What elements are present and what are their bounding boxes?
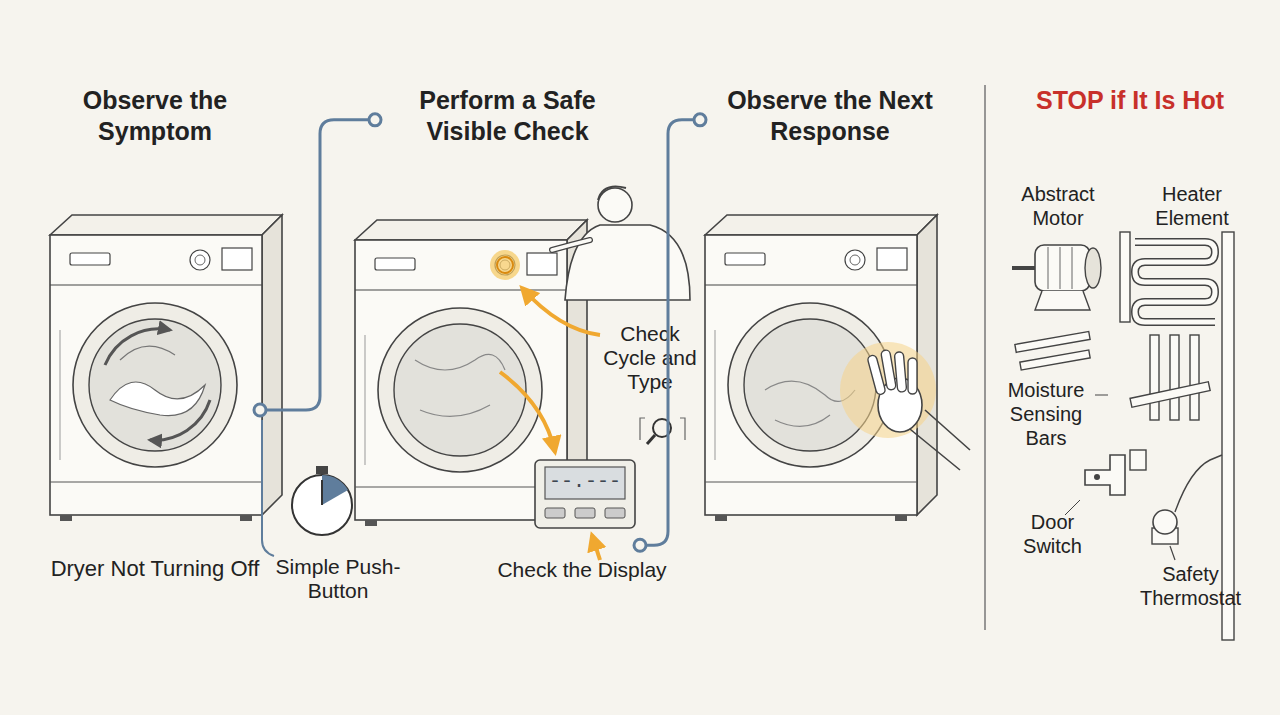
callout-label: Door Switch (1005, 510, 1100, 558)
orange-arrow-part (522, 288, 600, 335)
thermostat-icon (1152, 455, 1222, 560)
divider-line (984, 85, 986, 630)
magnifier-icon-part (647, 435, 655, 444)
magnifier-icon-part (653, 419, 671, 437)
dryer-drawing-part (50, 215, 282, 521)
moisture-bars-icon-part (1190, 335, 1199, 420)
stopwatch-icon-part (322, 475, 348, 505)
display-panel-part (605, 508, 625, 518)
heater-element-icon-part (1120, 232, 1130, 322)
motor-icon (1012, 245, 1101, 310)
person-figure-part (552, 240, 590, 250)
dryer-drawing (50, 215, 282, 521)
door-switch-icon (1065, 450, 1146, 515)
heater-element-icon-part (1135, 242, 1215, 322)
magnifier-icon (640, 418, 685, 444)
connector-line (260, 120, 375, 410)
step-heading: Observe the Symptom (50, 85, 260, 147)
leader-line (262, 420, 274, 556)
flow-connector (254, 114, 381, 416)
step-heading: Observe the Next Response (710, 85, 950, 147)
thermostat-icon-part (1170, 546, 1175, 560)
dryer-drawing-part (120, 346, 175, 360)
motor-icon-part (1048, 247, 1049, 289)
hand-glow (840, 342, 970, 470)
knob-glow-part (490, 250, 520, 280)
connector-end-dot (694, 114, 706, 126)
display-panel-part (535, 460, 635, 528)
person-figure (552, 187, 690, 301)
callout-label: Abstract Motor (1003, 182, 1113, 230)
step-heading: Perform a Safe Visible Check (398, 85, 618, 147)
dryer-drawing-part (705, 215, 937, 521)
step-panel: Observe the SymptomDryer Not Turning Off (50, 85, 260, 605)
motor-icon-part (1060, 247, 1061, 289)
orange-arrow-part (500, 372, 555, 452)
hand-glow-part (894, 352, 906, 393)
orange-arrow-part (592, 535, 600, 560)
dryer-drawing-part (105, 329, 170, 365)
display-panel-part (575, 508, 595, 518)
step-panel: Perform a Safe Visible Check (375, 85, 640, 605)
moisture-bars-icon-part (1130, 382, 1210, 407)
person-figure-part (565, 225, 690, 300)
step-panel: Observe the Next Response (700, 85, 960, 605)
moisture-bars-icon-part (1015, 331, 1090, 352)
dryer-drawing-part (110, 382, 205, 416)
hand-glow-part (840, 342, 936, 438)
moisture-bars-icon-part (1020, 350, 1090, 370)
motor-icon-part (1085, 248, 1101, 288)
display-readout: --.--- (545, 470, 625, 494)
callout-label: Check Cycle and Type (598, 322, 702, 394)
thermostat-icon-part (1175, 455, 1222, 512)
display-panel-part (545, 508, 565, 518)
dryer-drawing-part (415, 354, 505, 370)
moisture-bars-icon-part (1170, 335, 1179, 420)
connector-end-dot (634, 539, 646, 551)
person-figure-part (552, 240, 590, 250)
symptom-label: Dryer Not Turning Off (50, 555, 260, 582)
motor-icon-part (1035, 291, 1090, 310)
connector-end-dot (369, 114, 381, 126)
door-switch-icon-part (1085, 455, 1125, 495)
motor-icon-part (1072, 247, 1073, 289)
dryer-drawing-part (775, 415, 830, 426)
hand-glow-part (908, 358, 917, 394)
callout-label: Heater Element (1137, 182, 1247, 230)
door-switch-icon-part (1094, 474, 1100, 480)
moisture-bars-icon-part (1095, 395, 1108, 396)
display-panel-part (545, 467, 625, 499)
motor-icon-part (1012, 266, 1035, 270)
callout-label: Check the Display (482, 558, 682, 582)
motor-icon-part (1035, 245, 1090, 291)
person-figure-part (598, 187, 626, 201)
dryer-drawing (705, 215, 937, 521)
stopwatch-icon-part (316, 466, 328, 474)
step-heading: STOP if It Is Hot (1000, 85, 1260, 116)
thermostat-icon-part (1153, 510, 1177, 534)
flow-connector (634, 114, 706, 551)
stopwatch-icon-part (292, 475, 352, 535)
connector-line (640, 120, 700, 545)
connector-end-dot (254, 404, 266, 416)
magnifier-icon-part (640, 418, 685, 440)
knob-glow (490, 250, 520, 280)
stopwatch-icon-part (321, 480, 323, 505)
heater-element-icon-part (1135, 242, 1215, 322)
stopwatch-icon (292, 466, 352, 535)
knob-glow-part (497, 257, 513, 273)
door-switch-icon-part (1130, 450, 1146, 470)
dryer-drawing-part (420, 405, 490, 416)
person-figure-part (598, 188, 632, 222)
callout-label: Simple Push-Button (258, 555, 418, 603)
moisture-bars-icon-part (1150, 335, 1159, 420)
heater-element-icon-part (1222, 232, 1234, 640)
dryer-drawing-part (150, 400, 210, 440)
callout-label: Moisture Sensing Bars (1000, 378, 1092, 450)
display-panel (535, 460, 635, 528)
callout-label: Safety Thermostat (1128, 562, 1253, 610)
